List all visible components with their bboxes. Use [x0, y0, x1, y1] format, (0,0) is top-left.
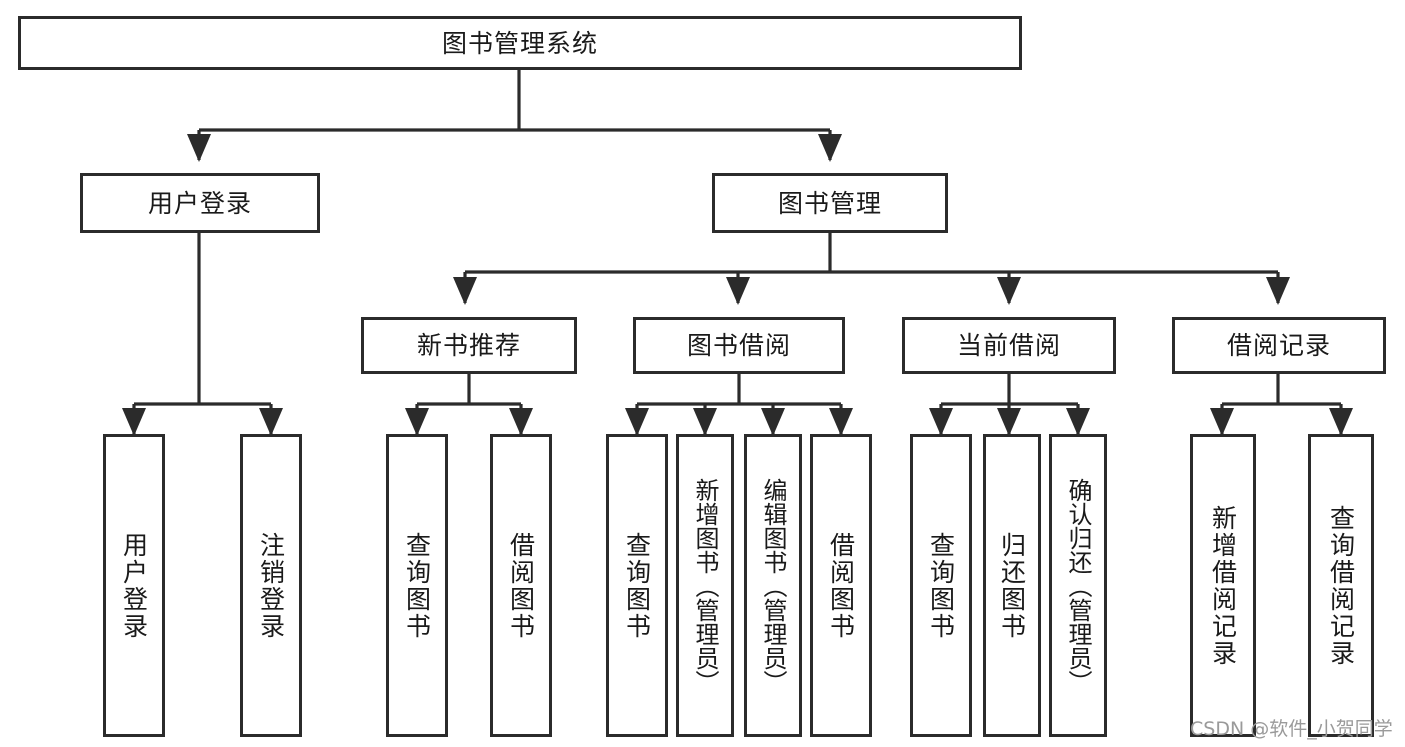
node-label: 编辑图书（管理员）	[759, 477, 787, 694]
leaf-borrow-book-2[interactable]: 借阅图书	[810, 434, 872, 737]
node-label: 确认归还（管理员）	[1064, 477, 1092, 694]
node-label: 查询图书	[402, 531, 432, 640]
leaf-confirm-return-admin[interactable]: 确认归还（管理员）	[1049, 434, 1107, 737]
node-label: 用户登录	[147, 188, 252, 218]
node-borrow-record[interactable]: 借阅记录	[1172, 317, 1386, 374]
node-label: 当前借阅	[956, 331, 1061, 360]
leaf-query-book-1[interactable]: 查询图书	[386, 434, 448, 737]
leaf-edit-book-admin[interactable]: 编辑图书（管理员）	[744, 434, 802, 737]
leaf-query-book-2[interactable]: 查询图书	[606, 434, 668, 737]
node-label: 注销登录	[256, 531, 286, 640]
node-user-login[interactable]: 用户登录	[80, 173, 320, 233]
node-label: 图书管理系统	[441, 28, 598, 58]
node-label: 查询图书	[926, 531, 956, 640]
leaf-query-book-3[interactable]: 查询图书	[910, 434, 972, 737]
node-label: 查询借阅记录	[1326, 504, 1356, 667]
leaf-return-book[interactable]: 归还图书	[983, 434, 1041, 737]
leaf-query-borrow-record[interactable]: 查询借阅记录	[1308, 434, 1374, 737]
node-label: 查询图书	[622, 531, 652, 640]
node-label: 归还图书	[997, 531, 1027, 640]
node-new-book-recommend[interactable]: 新书推荐	[361, 317, 577, 374]
node-book-borrow[interactable]: 图书借阅	[633, 317, 845, 374]
csdn-watermark: CSDN @软件_小贺同学	[1190, 718, 1393, 740]
node-label: 借阅图书	[506, 531, 536, 640]
node-label: 新增借阅记录	[1208, 504, 1238, 667]
leaf-borrow-book-1[interactable]: 借阅图书	[490, 434, 552, 737]
leaf-add-book-admin[interactable]: 新增图书（管理员）	[676, 434, 734, 737]
node-label: 借阅记录	[1226, 331, 1331, 360]
node-current-borrow[interactable]: 当前借阅	[902, 317, 1116, 374]
node-label: 新书推荐	[416, 331, 521, 360]
node-label: 图书管理	[777, 188, 882, 218]
leaf-user-login[interactable]: 用户登录	[103, 434, 165, 737]
leaf-logout-login[interactable]: 注销登录	[240, 434, 302, 737]
node-root-system[interactable]: 图书管理系统	[18, 16, 1022, 70]
node-label: 新增图书（管理员）	[691, 477, 719, 694]
node-label: 图书借阅	[686, 331, 791, 360]
node-label: 借阅图书	[826, 531, 856, 640]
node-book-manage[interactable]: 图书管理	[712, 173, 948, 233]
leaf-add-borrow-record[interactable]: 新增借阅记录	[1190, 434, 1256, 737]
node-label: 用户登录	[119, 531, 149, 640]
